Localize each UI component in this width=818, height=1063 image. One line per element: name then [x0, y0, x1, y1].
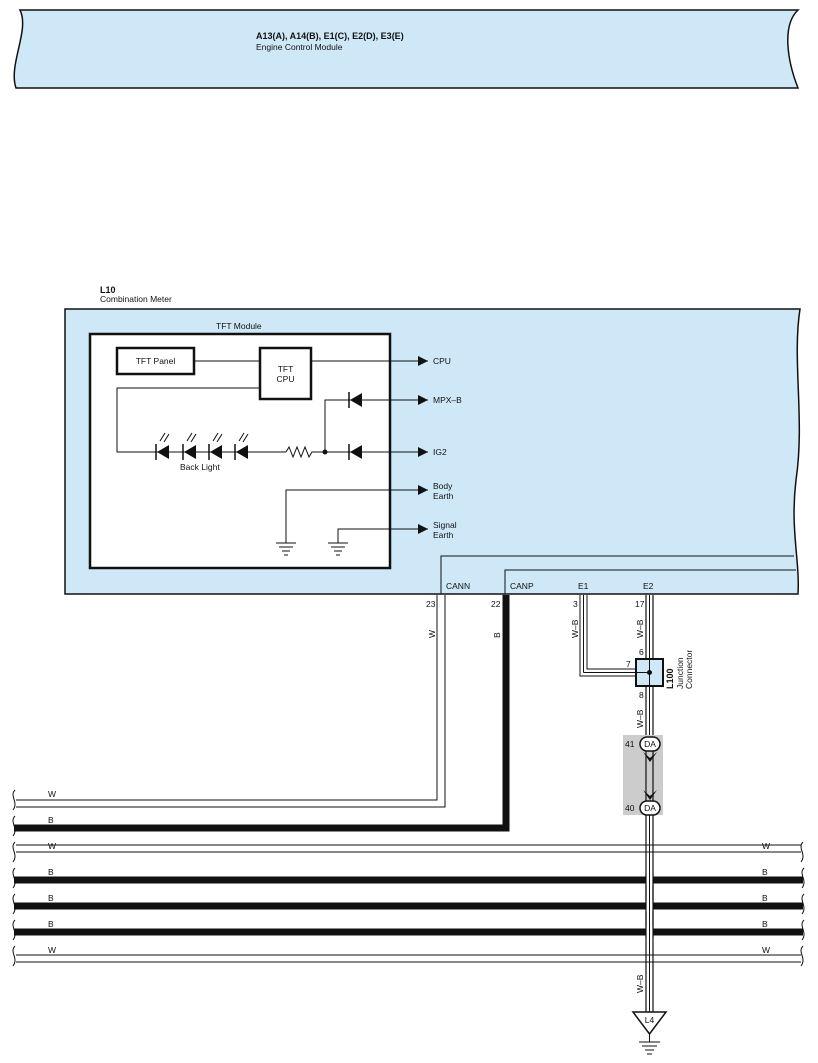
connector-da-pin-top: 41: [625, 739, 635, 749]
bus-label-right: B: [762, 893, 768, 903]
terminal-e1: E1: [578, 581, 589, 591]
chevron-down-icon: [643, 790, 657, 800]
pin-e2: 17: [635, 599, 645, 609]
bus-label-right: B: [762, 867, 768, 877]
terminal-cann: CANN: [446, 581, 470, 591]
tft-panel: TFT Panel: [115, 346, 196, 376]
ecm-connectors-label: A13(A), A14(B), E1(C), E2(D), E3(E): [256, 31, 404, 41]
tft-cpu-label-1: TFT: [278, 364, 294, 374]
ground-point-l4[interactable]: L4: [631, 1011, 668, 1042]
diode-icon: [348, 444, 362, 460]
ecm-name-label: Engine Control Module: [256, 42, 343, 52]
wire-cann[interactable]: [16, 595, 446, 808]
bus-row-w2[interactable]: [16, 954, 801, 963]
resistor-icon: [285, 445, 325, 459]
terminal-e2: E2: [643, 581, 654, 591]
junction-pin-top: 6: [639, 647, 644, 657]
meter-name-label: Combination Meter: [100, 294, 172, 304]
break-marks-right: [800, 841, 805, 967]
junction-pin-left: 7: [626, 659, 631, 669]
junction-name-1: Junction: [675, 657, 685, 689]
tft-cpu: TFT CPU: [258, 346, 313, 401]
junction-code: L100: [665, 668, 675, 689]
junction-name-2: Connector: [684, 650, 694, 689]
connector-da-label-bottom: DA: [644, 803, 656, 813]
ground-icon: [639, 1041, 660, 1055]
output-body-label-2: Earth: [433, 491, 454, 501]
led-icon: [155, 432, 170, 460]
wire-color-e2: W–B: [635, 619, 645, 638]
bus-label-left: B: [48, 867, 54, 877]
back-light-label: Back Light: [180, 462, 220, 472]
terminal-canp: CANP: [510, 581, 534, 591]
output-signal-label-1: Signal: [433, 520, 457, 530]
bus-row-w1[interactable]: [16, 844, 801, 853]
chevron-down-icon: [643, 752, 657, 762]
output-body-label-1: Body: [433, 481, 453, 491]
ground-code-label: L4: [645, 1015, 655, 1025]
meter-code-label: L10: [100, 285, 116, 295]
wire-color-ground: W–B: [635, 974, 645, 993]
bus-label-left: W: [48, 789, 56, 799]
ecm-module[interactable]: A13(A), A14(B), E1(C), E2(D), E3(E) Engi…: [13, 9, 800, 89]
pin-canp: 22: [491, 599, 501, 609]
junction-pin-bottom: 8: [639, 690, 644, 700]
wire-color-e1: W–B: [570, 619, 580, 638]
connector-da[interactable]: DA DA: [623, 735, 663, 816]
bus-label-left: B: [48, 919, 54, 929]
junction-connector-l100[interactable]: [635, 658, 664, 687]
bus-label-left: B: [48, 893, 54, 903]
wire-color-canp: B: [492, 632, 502, 638]
led-icon: [234, 432, 249, 460]
output-ig2-label: IG2: [433, 447, 447, 457]
bus-label-right: W: [762, 945, 770, 955]
bus-label-left: W: [48, 945, 56, 955]
back-light-leds: [155, 432, 249, 460]
output-cpu-label: CPU: [433, 356, 451, 366]
bus-label-right: B: [762, 919, 768, 929]
wire-e1[interactable]: [579, 595, 636, 677]
tft-cpu-label-2: CPU: [277, 374, 295, 384]
tft-module-label: TFT Module: [216, 321, 262, 331]
ground-icon: [276, 542, 296, 556]
bus-label-left: W: [48, 841, 56, 851]
connector-da-label-top: DA: [644, 739, 656, 749]
wire-color-cann: W: [427, 630, 437, 638]
pin-cann: 23: [426, 599, 436, 609]
bus-label-left: B: [48, 815, 54, 825]
connector-da-pin-bottom: 40: [625, 803, 635, 813]
pin-e1: 3: [573, 599, 578, 609]
diode-icon: [348, 392, 362, 408]
wire-canp[interactable]: [14, 595, 510, 832]
break-marks-left: [12, 789, 16, 967]
output-signal-label-2: Earth: [433, 530, 454, 540]
wire-e2-crossing: [645, 874, 654, 938]
tft-panel-label: TFT Panel: [136, 356, 176, 366]
bus-label-right: W: [762, 841, 770, 851]
led-icon: [182, 432, 197, 460]
output-mpxb-label: MPX–B: [433, 395, 462, 405]
led-icon: [208, 432, 223, 460]
ground-icon: [328, 542, 348, 556]
wire-color-junction-out: W–B: [635, 709, 645, 728]
